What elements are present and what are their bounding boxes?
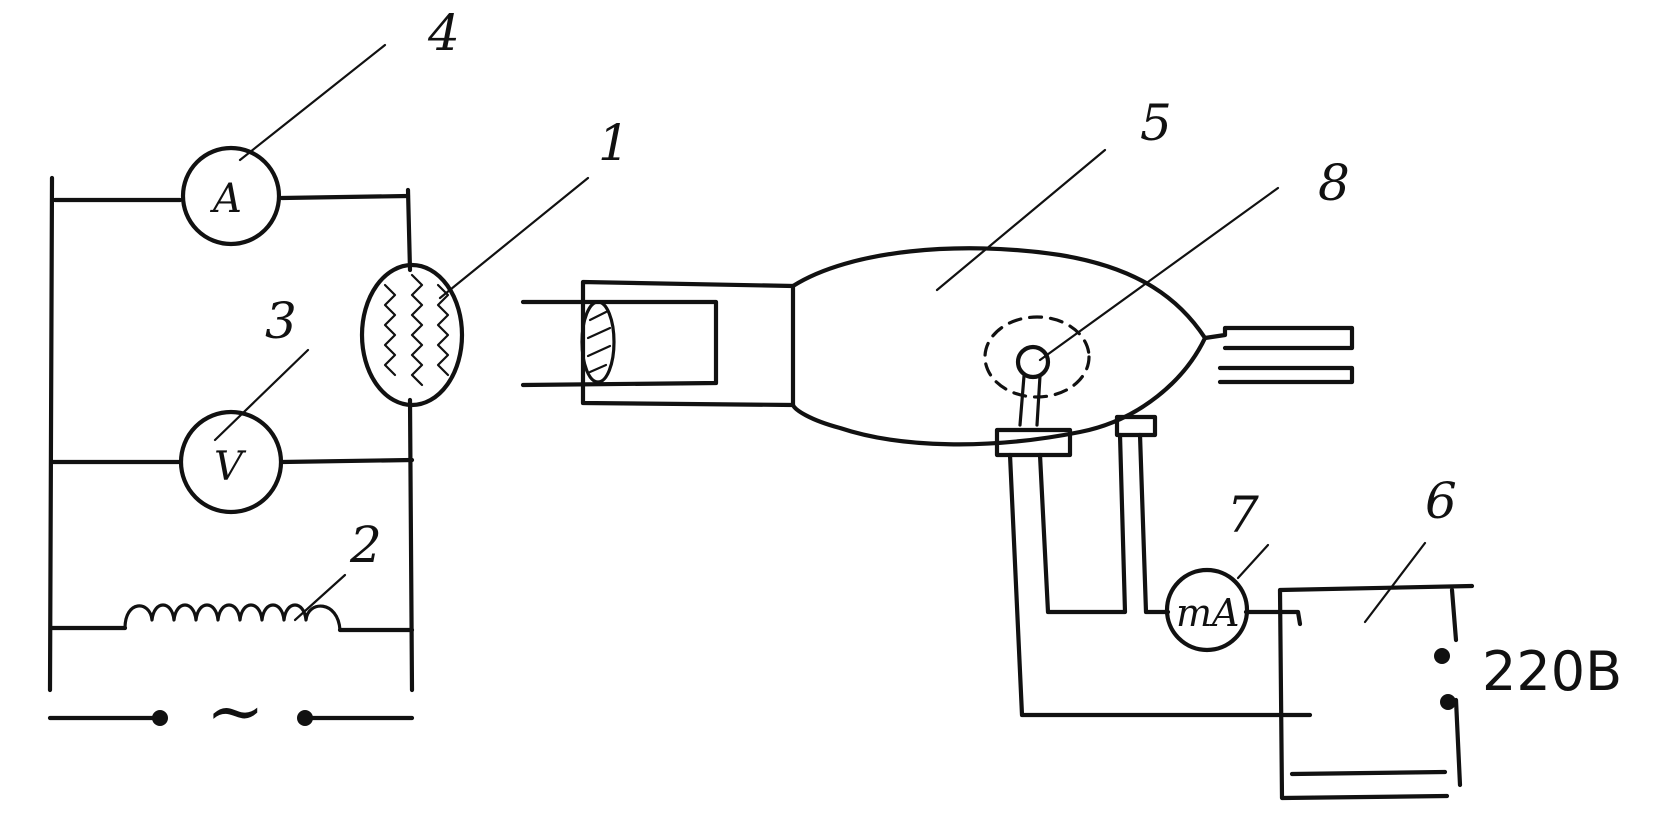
- callout-line-photocell: [438, 176, 590, 300]
- supply-terminal-right: [297, 710, 313, 726]
- left-circuit-right-wire: [405, 187, 415, 693]
- mains-voltage-label: 220В: [1482, 640, 1622, 703]
- tube-neck-inner: [520, 299, 719, 388]
- callout-line-anode-spot: [1038, 186, 1280, 362]
- label-photocell: 1: [598, 114, 630, 172]
- ammeter: A: [180, 145, 282, 247]
- power-unit-box: [1277, 583, 1475, 801]
- anode-focal-zone: [983, 315, 1091, 399]
- mains-terminal-bottom: [1440, 694, 1456, 710]
- power-supply-circuit: mA 7 6 220В: [1007, 432, 1622, 801]
- left-circuit-left-wire: [47, 175, 55, 693]
- tube-lead-outer: [1007, 452, 1313, 718]
- milliammeter-symbol: mA: [1176, 591, 1239, 635]
- tube-lead-inner: [1037, 432, 1128, 615]
- label-transformer: 2: [349, 516, 382, 574]
- milliammeter: mA: [1164, 567, 1250, 653]
- ammeter-symbol: A: [209, 176, 242, 222]
- callout-line-voltmeter: [213, 348, 310, 442]
- anode-spot: [1015, 344, 1051, 380]
- label-xray-tube: 5: [1140, 94, 1172, 152]
- left-measurement-circuit: ~ A V 4 3 2 1: [47, 4, 630, 752]
- tube-terminal-right: [1114, 414, 1158, 438]
- voltmeter: V: [178, 409, 284, 515]
- photocell: [359, 262, 465, 408]
- tube-lens: [580, 300, 616, 384]
- transformer-coil: [123, 603, 342, 632]
- label-anode-spot: 8: [1318, 154, 1350, 212]
- label-voltmeter: 3: [265, 292, 297, 350]
- xray-tube-assembly: 5 8: [520, 94, 1355, 458]
- voltmeter-symbol: V: [214, 444, 247, 490]
- tube-pins: [1202, 325, 1355, 385]
- tube-terminal-left: [994, 427, 1073, 458]
- tube-lens-hatch: [586, 310, 612, 374]
- ammeter-branch-wire: [52, 193, 411, 203]
- supply-terminal-left: [152, 710, 168, 726]
- mains-terminal-top: [1434, 648, 1450, 664]
- milliammeter-lead: [1137, 432, 1171, 615]
- ac-symbol: ~: [206, 670, 265, 752]
- callout-line-power-unit: [1363, 541, 1427, 624]
- label-ammeter: 4: [427, 4, 460, 62]
- callout-line-xray-tube: [935, 148, 1107, 292]
- tube-bulb: [790, 246, 1208, 447]
- label-power-unit: 6: [1425, 472, 1457, 530]
- transformer-branch-wire: [49, 625, 415, 633]
- callout-line-ammeter: [238, 43, 387, 162]
- callout-line-milliammeter: [1236, 543, 1270, 580]
- callout-line-transformer: [293, 573, 347, 622]
- milliammeter-to-supply: [1243, 609, 1303, 627]
- power-unit-bottom: [1289, 769, 1448, 777]
- anode-stem: [1018, 374, 1042, 427]
- label-milliammeter: 7: [1227, 486, 1259, 544]
- voltmeter-branch-wire: [49, 457, 415, 465]
